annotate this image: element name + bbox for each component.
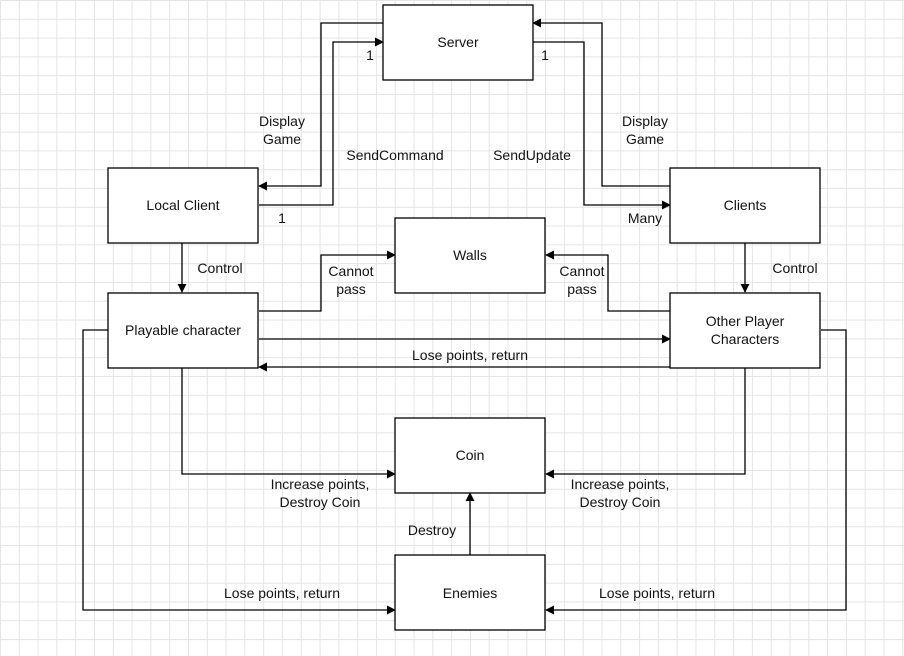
node-playable-character[interactable]: Playable character — [107, 292, 259, 369]
edge-playable-to-enemies — [82, 329, 396, 615]
label-lose-points-bottom-left: Lose points, return — [224, 585, 340, 601]
label-cannot-pass-right-2: pass — [567, 281, 597, 297]
node-other-player-characters-label-2: Characters — [711, 331, 779, 347]
edge-playable-to-coin — [181, 368, 396, 479]
label-display-game-left-2: Game — [263, 131, 301, 147]
label-control-right: Control — [772, 260, 817, 276]
node-walls[interactable]: Walls — [394, 217, 546, 294]
label-increase-right-1: Increase points, — [571, 476, 670, 492]
edge-others-to-walls — [545, 250, 670, 312]
node-server-label: Server — [437, 34, 479, 50]
label-increase-left-1: Increase points, — [271, 476, 370, 492]
label-destroy: Destroy — [408, 522, 456, 538]
edge-local-client-to-server — [259, 37, 384, 206]
edge-others-to-enemies — [545, 329, 847, 615]
label-increase-left-2: Destroy Coin — [280, 494, 361, 510]
node-walls-label: Walls — [453, 247, 487, 263]
label-cannot-pass-right-1: Cannot — [559, 263, 604, 279]
edge-clients-to-server — [532, 18, 670, 187]
label-cannot-pass-left-2: pass — [336, 281, 366, 297]
edge-playable-to-walls — [259, 250, 396, 312]
label-send-update: SendUpdate — [493, 147, 571, 163]
label-control-left: Control — [197, 260, 242, 276]
node-other-player-characters[interactable]: Other Player Characters — [669, 292, 821, 369]
node-other-player-characters-label-1: Other Player — [706, 313, 785, 329]
edge-server-to-clients — [533, 41, 671, 210]
label-cannot-pass-left-1: Cannot — [328, 263, 373, 279]
node-playable-character-label: Playable character — [125, 322, 241, 338]
node-coin-label: Coin — [456, 447, 485, 463]
edge-server-to-local-client — [258, 22, 383, 191]
label-send-command: SendCommand — [346, 147, 443, 163]
edge-others-to-coin — [545, 368, 746, 479]
label-multiplicity-server-left: 1 — [366, 47, 374, 63]
label-display-game-right-1: Display — [622, 113, 668, 129]
label-increase-right-2: Destroy Coin — [580, 494, 661, 510]
node-local-client[interactable]: Local Client — [107, 167, 259, 244]
node-coin[interactable]: Coin — [394, 417, 546, 494]
node-server[interactable]: Server — [382, 4, 534, 81]
node-clients-label: Clients — [724, 197, 767, 213]
node-clients[interactable]: Clients — [669, 167, 821, 244]
node-local-client-label: Local Client — [146, 197, 219, 213]
label-display-game-right-2: Game — [626, 131, 664, 147]
node-enemies[interactable]: Enemies — [394, 554, 546, 631]
label-multiplicity-clients: Many — [628, 210, 662, 226]
label-display-game-left-1: Display — [259, 113, 305, 129]
label-lose-points-bottom-right: Lose points, return — [599, 585, 715, 601]
label-multiplicity-server-right: 1 — [541, 47, 549, 63]
label-lose-points-middle: Lose points, return — [412, 347, 528, 363]
node-enemies-label: Enemies — [443, 585, 497, 601]
label-multiplicity-local-client: 1 — [278, 210, 286, 226]
